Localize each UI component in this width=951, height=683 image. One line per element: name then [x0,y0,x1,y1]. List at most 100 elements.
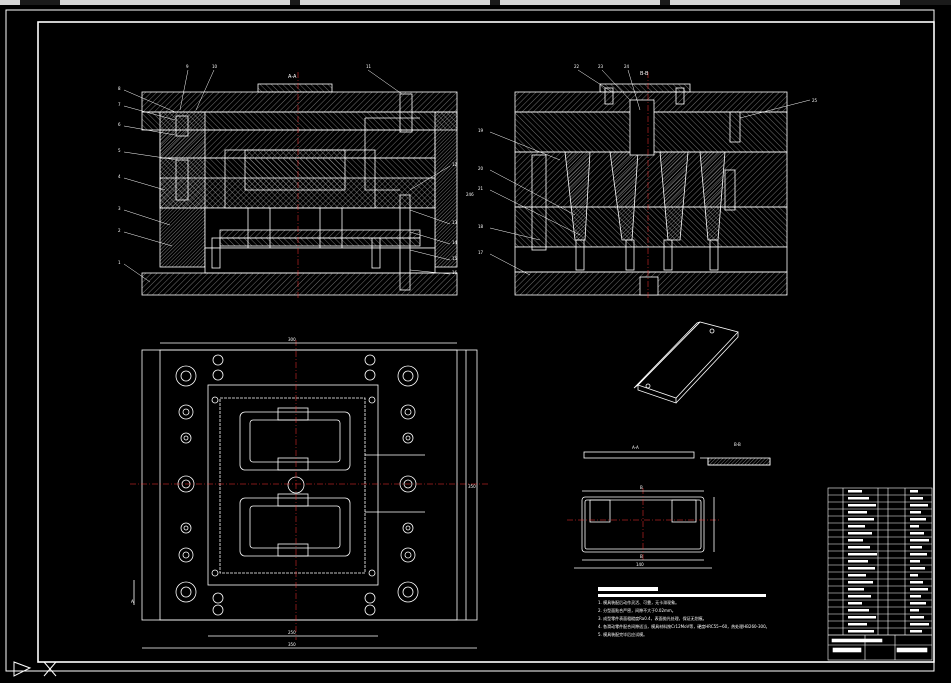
top-toolbar-strip [0,0,951,5]
front-section-labels: A-A 246 8 7 6 5 4 3 2 1 9 10 1 [118,64,474,283]
part-number: 5 [118,148,121,153]
title-block-cell-text [910,532,924,535]
title-block-cell-text [910,574,918,577]
toolbar-segment [670,0,900,5]
title-block-cell-text [910,553,927,556]
title-block-cell-text [910,497,923,500]
part-number: 10 [212,64,218,69]
part-number: 8 [118,86,121,91]
title-block-cell-text [848,497,869,500]
title-block-cell-text [848,588,864,591]
part-number: 16 [452,270,458,275]
drawing-frame [5,9,935,672]
title-block-cell-text [848,490,862,493]
part-number: 1 [118,260,121,265]
title-block-cell-text [910,609,919,612]
title-block-cell-text [848,511,867,514]
dimension-label: 350 [288,642,296,647]
title-block-cell-text [910,602,926,605]
dimension-label: B [640,485,643,490]
title-block-cell-text [848,546,870,549]
title-block-cell-text [848,630,874,633]
title-block-cell-text [910,518,926,521]
title-block-cell-text [910,546,922,549]
part-number: 15 [452,256,458,261]
dimension-label: 250 [288,630,296,635]
title-block-bottom [828,634,932,660]
title-block-cell-text [910,560,920,563]
front-section-view [141,72,458,300]
height-dim-label: 246 [466,192,474,197]
title-block-cell-text [848,602,862,605]
part-number: 3 [118,206,121,211]
part-number: 6 [118,122,121,127]
title-block-cell-text [848,623,867,626]
title-block-cell-text [910,504,928,507]
part-number: 23 [598,64,604,69]
part-number: 24 [624,64,630,69]
part-number: 20 [478,166,484,171]
view-title: B-B [734,442,741,447]
title-block-cell-text [910,616,924,619]
title-block-cell-text [910,581,923,584]
side-section-view [514,72,788,300]
title-block-cell-text [848,518,874,521]
isometric-part [633,321,739,404]
title-block-cell-text [910,490,918,493]
front-section-title: A-A [288,74,297,80]
title-block-cell-text [848,609,869,612]
title-block-cell-text [848,581,873,584]
part-number: 13 [452,220,458,225]
dimension-label: 300 [288,337,296,342]
tech-requirement-line: 5. 模具装配完毕后应试模。 [598,631,647,637]
title-block-cell-text [910,511,921,514]
tech-heading-underline [598,594,766,597]
dimension-label: 350 [468,484,476,489]
title-block-cell-text [910,588,928,591]
title-block-cell-text [848,532,872,535]
cad-drawing-canvas[interactable]: A-A 246 8 7 6 5 4 3 2 1 9 10 1 [0,5,951,683]
title-block-cell-text [848,595,871,598]
dimension-label: 140 [636,562,644,567]
tech-requirement-line: 2. 分型面贴合严密，间隙不大于0.02mm。 [598,607,676,613]
part-drawing-labels: A-A B-B B B 140 [632,442,741,567]
ucs-icon [13,661,57,677]
title-block-cell-text [848,567,875,570]
part-number: 7 [118,102,121,107]
title-block-cell-text [910,525,919,528]
tech-requirement-line: 1. 模具装配后动作灵活、可靠，无卡滞现象。 [598,599,679,605]
part-number: 25 [812,98,818,103]
part-number: 12 [452,162,458,167]
part-number: 2 [118,228,121,233]
section-mark: A [131,599,134,604]
front-left-leaders [123,69,451,283]
plan-view-labels: 300 250 350 350 A [131,337,476,647]
title-block [827,487,933,661]
part-number: 18 [478,224,484,229]
title-block-cell-text [848,560,868,563]
title-block-cell-text [848,539,863,542]
toolbar-segment [500,0,660,5]
title-block-cell-text [910,623,929,626]
toolbar-segment [300,0,490,5]
part-number: 19 [478,128,484,133]
part-number: 11 [366,64,372,69]
tech-requirement-line: 3. 成型零件表面粗糙度Ra0.4，表面抛光处理，保证无划痕。 [598,615,707,621]
tech-requirement-line: 4. 各滑动零件配合间隙适当，模具材料按Cr12MoV等，硬度HRC55~60，… [598,623,770,629]
part-number: 17 [478,250,484,255]
title-block-cell-text [910,630,922,633]
title-block-cell-text [910,539,929,542]
tech-heading-bar [598,587,658,591]
view-title: A-A [632,445,639,450]
title-block-cell-text [910,595,921,598]
part-number: 21 [478,186,484,191]
title-block-cell-text [848,504,876,507]
plan-view [130,340,490,649]
toolbar-segment [0,0,20,5]
title-block-cell-text [910,567,925,570]
toolbar-segment [60,0,290,5]
title-block-cell-text [848,616,876,619]
part-number: 9 [186,64,189,69]
side-section-title: B-B [640,71,649,77]
part-number: 14 [452,240,458,245]
